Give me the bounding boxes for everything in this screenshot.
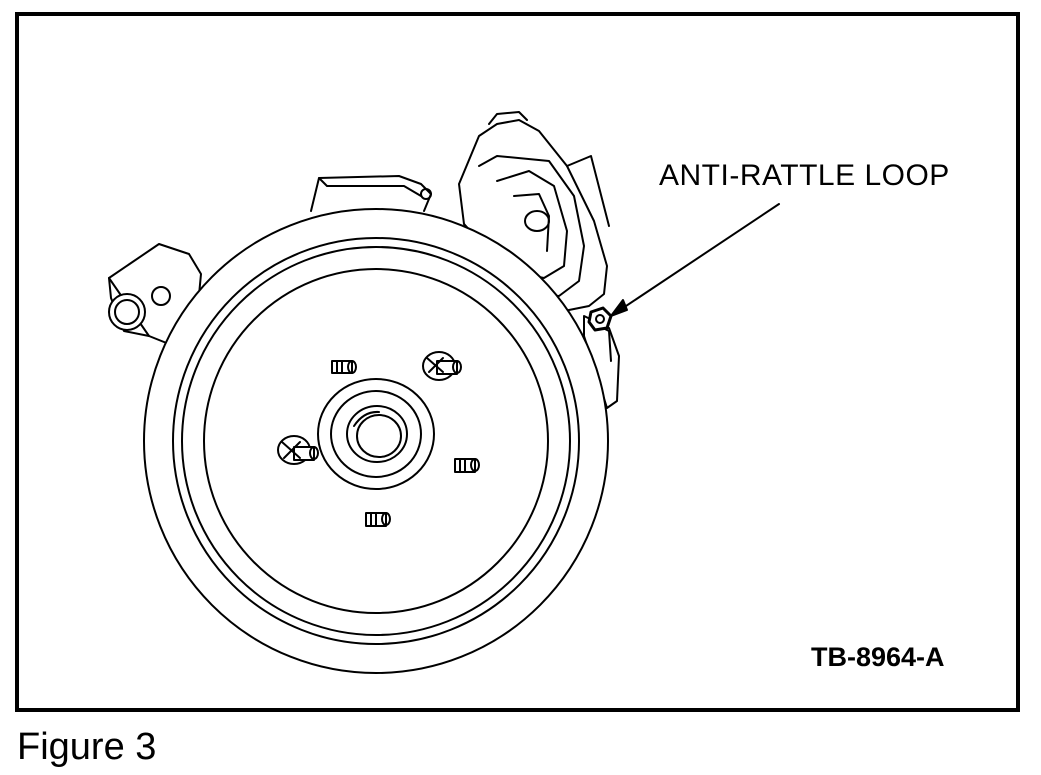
wheel-stud [277,435,319,465]
brake-rotor [143,208,609,674]
wheel-stud [422,351,462,381]
wheel-stud [365,512,391,527]
figure-caption: Figure 3 [17,726,157,768]
brake-caliper [458,111,610,312]
callout-leader-arrow [610,203,780,317]
anti-rattle-loop-clip [587,306,613,332]
figure-frame: ANTI-RATTLE LOOP TB-8964-A [15,12,1020,712]
upper-bracket [310,175,432,212]
wheel-hub [317,378,435,490]
brake-assembly-illustration [108,111,780,674]
anti-rattle-loop-label: ANTI-RATTLE LOOP [659,159,950,192]
wheel-stud [331,360,357,374]
drawing-code: TB-8964-A [811,642,945,672]
wheel-stud [454,458,480,473]
